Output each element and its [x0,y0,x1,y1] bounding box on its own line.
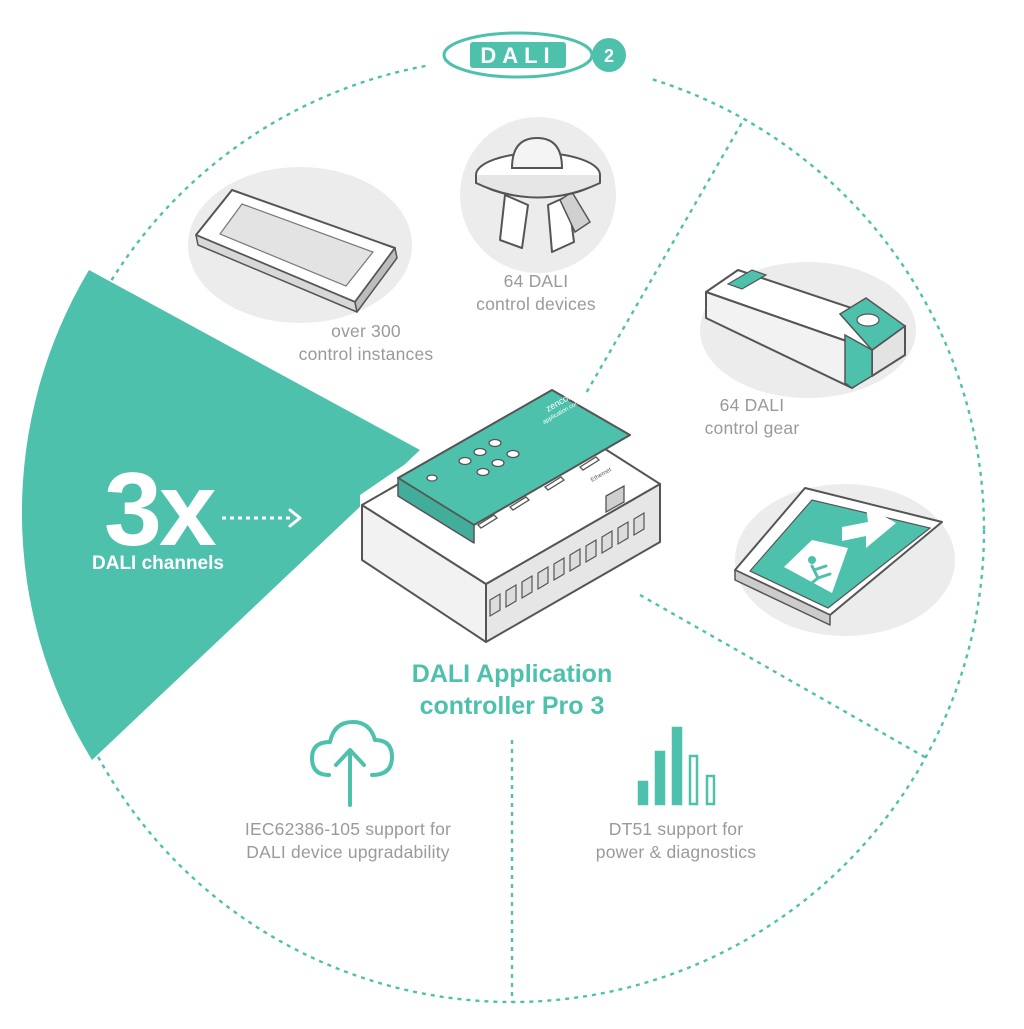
sensor-label-line1: 64 DALI [503,271,569,291]
driver-label-line2: control gear [704,418,800,438]
bars-label-line2: power & diagnostics [595,842,757,862]
controller-device: zencontrol application controller pro 3 … [360,384,661,643]
channels-arrow [222,508,302,528]
bars-label: DT51 support for power & diagnostics [536,818,816,864]
bars-label-line1: DT51 support for [608,819,744,839]
divider-top-right [583,99,757,396]
controller-title-line2: controller Pro 3 [419,692,605,720]
divider-bottom-right [639,593,931,762]
driver-label: 64 DALI control gear [642,394,862,440]
dali2-logo: DALI 2 [430,30,650,80]
cloud-label: IEC62386-105 support for DALI device upg… [208,818,488,864]
cloud-label-line1: IEC62386-105 support for [244,819,452,839]
channels-label: DALI channels [92,553,224,574]
driver-icon [700,262,916,398]
touch-panel-label: over 300 control instances [256,320,476,366]
controller-title: DALI Application controller Pro 3 [362,658,662,722]
channels-count: 3x [104,452,217,568]
channels-wedge [21,270,420,760]
cloud-label-line2: DALI device upgradability [246,842,450,862]
cloud-upload-icon [310,720,394,807]
touch-panel-label-line2: control instances [298,344,434,364]
sensor-label: 64 DALI control devices [426,270,646,316]
exit-sign-icon [734,484,955,636]
touch-panel-icon [188,167,412,323]
dali-logo-version: 2 [604,46,614,66]
dali-logo-text: DALI [480,43,555,68]
sensor-label-line2: control devices [476,294,596,314]
controller-title-line1: DALI Application [411,660,613,688]
driver-label-line1: 64 DALI [719,395,785,415]
sensor-icon [460,117,616,273]
bars-icon [637,726,716,806]
touch-panel-label-line1: over 300 [331,321,401,341]
